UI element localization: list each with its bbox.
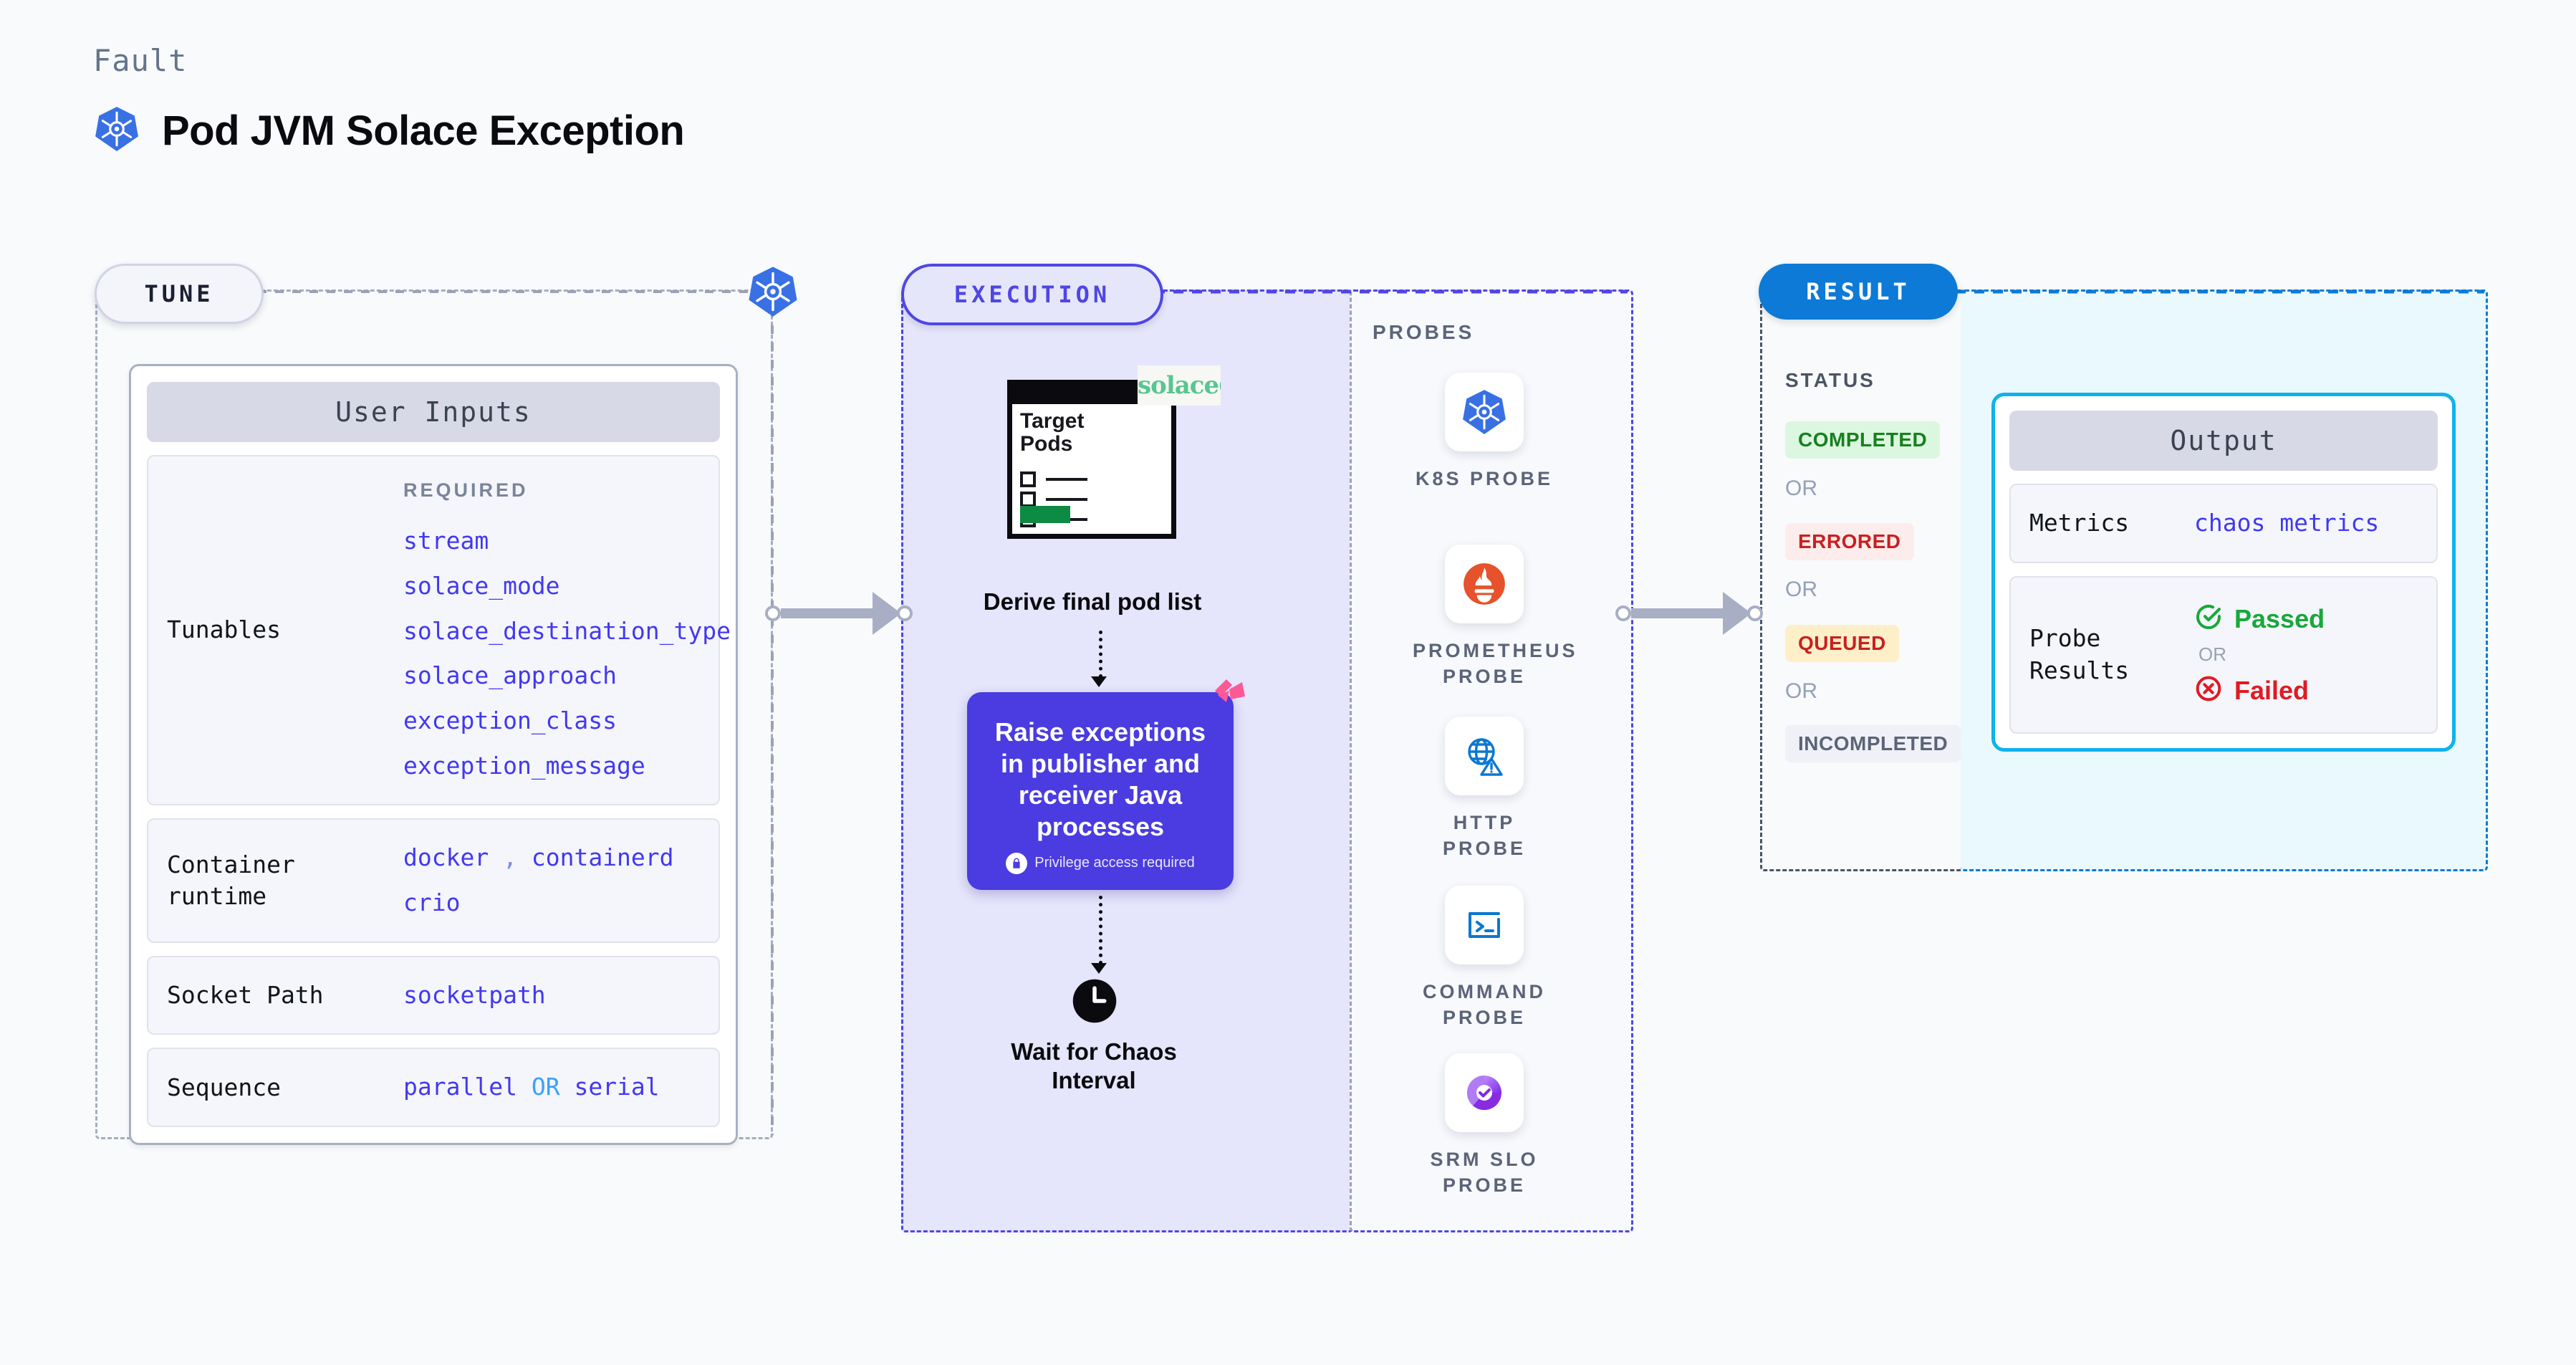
probe-srm-slo[interactable]: SRM SLO PROBE [1413,1053,1556,1199]
tunables-values: REQUIRED stream solace_mode solace_desti… [403,472,731,788]
passed-label: Passed [2234,603,2325,633]
stage-pill-execution[interactable]: EXECUTION [901,264,1163,325]
probe-result-passed: Passed [2194,603,2418,635]
tunable-exception-class[interactable]: exception_class [403,707,617,735]
tunable-solace-mode[interactable]: solace_mode [403,571,560,600]
http-globe-warning-icon [1445,717,1524,795]
status-or-3: OR [1785,679,1817,703]
connector-execution-to-result [1615,592,1763,635]
metrics-row: Metrics chaos metrics [2009,484,2438,563]
tunable-stream[interactable]: stream [403,527,489,555]
fault-eyebrow: Fault [93,43,188,78]
x-circle-icon [2194,674,2223,707]
clock-icon [1071,977,1118,1025]
terminal-icon [1445,886,1524,964]
target-pods-document-icon: Target Pods [1007,380,1176,539]
prometheus-icon [1445,545,1524,623]
status-or-2: OR [1785,578,1817,601]
output-card: Output Metrics chaos metrics Probe Resul… [1991,393,2456,752]
connector-tune-to-execution [765,592,913,635]
page-header: Fault Pod JVM Solace Exception [93,43,685,156]
stage-pill-result[interactable]: RESULT [1759,264,1958,320]
check-circle-icon [2194,603,2223,635]
probe-http[interactable]: HTTP PROBE [1413,717,1556,862]
flow-arrow-2 [1091,963,1107,974]
sequence-key: Sequence [167,1073,281,1101]
runtime-docker[interactable]: docker [403,843,489,872]
probe-result-or: OR [2198,643,2226,666]
sequence-parallel[interactable]: parallel [403,1073,517,1101]
tunable-exception-message[interactable]: exception_message [403,751,645,780]
container-runtime-row: Container runtime docker , containerd cr… [147,818,720,943]
flow-connector-1 [1099,631,1102,678]
probes-title: PROBES [1373,321,1475,343]
required-label: REQUIRED [403,479,529,501]
probe-results-key: Probe Results [2029,624,2130,684]
probe-prometheus[interactable]: PROMETHEUS PROBE [1413,545,1578,690]
user-inputs-title: User Inputs [147,382,720,442]
action-title: Raise exceptions in publisher and receiv… [994,717,1206,841]
litmus-logo-icon [1208,678,1246,714]
probe-label: SRM SLO PROBE [1430,1149,1539,1197]
flow-arrow-1 [1091,676,1107,687]
lock-icon [1006,852,1028,874]
tunables-key: Tunables [167,616,281,644]
title-row: Pod JVM Solace Exception [93,105,685,156]
privilege-note-text: Privilege access required [1034,855,1195,871]
action-card[interactable]: Raise exceptions in publisher and receiv… [967,679,1245,890]
probe-results-values: Passed OR Failed [2194,603,2418,707]
probe-results-row: Probe Results Passed OR Failed [2009,575,2438,734]
user-inputs-card: User Inputs Tunables REQUIRED stream sol… [129,364,738,1146]
sequence-row: Sequence parallel OR serial [147,1048,720,1128]
sequence-joiner: OR [531,1073,560,1101]
socket-path-value[interactable]: socketpath [403,980,546,1009]
kubernetes-icon [1445,373,1524,451]
status-badge-completed: COMPLETED [1785,421,1941,459]
doc-title: Target Pods [1020,409,1085,456]
socket-path-row: Socket Path socketpath [147,955,720,1035]
sequence-values: parallel OR serial [403,1065,660,1110]
probe-label: K8S PROBE [1415,468,1554,489]
derive-pod-list-caption: Derive final pod list [983,588,1202,615]
tunables-row: Tunables REQUIRED stream solace_mode sol… [147,455,731,806]
container-runtime-key: Container runtime [167,850,295,911]
socket-path-key: Socket Path [167,980,324,1009]
status-badge-incompleted: INCOMPLETED [1785,725,1961,762]
status-or-1: OR [1785,476,1817,500]
privilege-note: Privilege access required [986,852,1215,874]
output-title: Output [2009,411,2438,471]
status-title: STATUS [1785,369,1875,391]
runtime-crio[interactable]: crio [403,889,461,917]
runtime-separator: , [503,843,517,872]
sequence-serial[interactable]: serial [574,1073,660,1101]
container-runtime-values: docker , containerd crio [403,835,674,925]
probe-k8s[interactable]: K8S PROBE [1413,373,1556,492]
probe-result-failed: Failed [2194,674,2418,707]
page-title: Pod JVM Solace Exception [162,107,685,154]
tunable-solace-approach[interactable]: solace_approach [403,661,617,690]
srm-slo-icon [1445,1053,1524,1132]
solace-logo-icon: solace [1138,365,1221,406]
probe-command[interactable]: COMMAND PROBE [1413,886,1556,1031]
status-badge-queued: QUEUED [1785,625,1899,662]
kubernetes-badge-icon [746,265,799,318]
stage-pill-tune[interactable]: TUNE [95,264,264,324]
flow-connector-2 [1099,896,1102,964]
kubernetes-icon [93,105,140,156]
metrics-value[interactable]: chaos metrics [2194,509,2380,537]
runtime-containerd[interactable]: containerd [531,843,674,872]
probe-label: COMMAND PROBE [1423,981,1546,1029]
probe-label: PROMETHEUS PROBE [1413,640,1578,688]
status-badge-errored: ERRORED [1785,523,1914,560]
wait-interval-caption: Wait for Chaos Interval [1011,1038,1177,1093]
metrics-key: Metrics [2029,509,2130,537]
tunable-solace-destination-type[interactable]: solace_destination_type [403,616,731,645]
probe-label: HTTP PROBE [1442,812,1527,860]
failed-label: Failed [2234,675,2310,705]
